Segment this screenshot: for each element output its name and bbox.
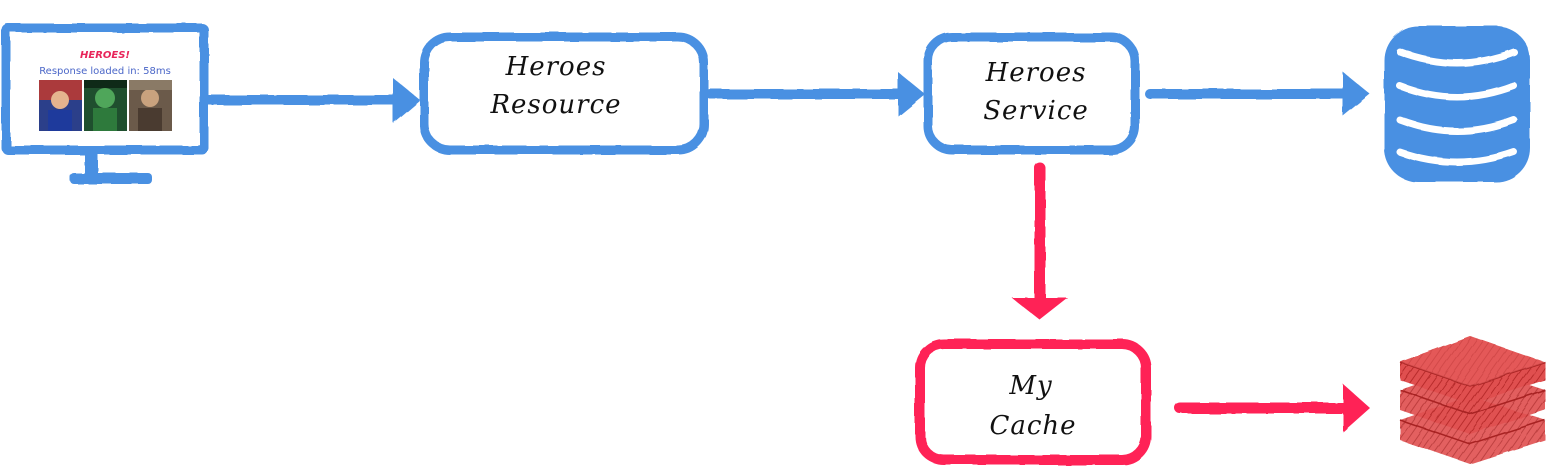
hero-thumbnails (39, 80, 172, 131)
screen-title: HEROES! (80, 50, 130, 61)
heroes-service-label-line1: Heroes (985, 58, 1087, 88)
screen-subtitle: Response loaded in: 58ms (39, 66, 171, 77)
my-cache-label-line2: Cache (989, 411, 1076, 441)
hero-image (39, 80, 82, 131)
heroes-service-node: Heroes Service (923, 32, 1140, 155)
heroes-service-label-line2: Service (983, 96, 1089, 126)
my-cache-node: My Cache (915, 339, 1151, 465)
database-icon (1384, 26, 1530, 182)
arrow-resource-to-service (705, 72, 925, 116)
arrow-cache-to-redis (1174, 384, 1370, 432)
hero-image (129, 80, 172, 131)
heroes-resource-label-line1: Heroes (505, 52, 607, 82)
arrow-service-to-database (1145, 72, 1370, 116)
heroes-resource-label-line2: Resource (489, 90, 621, 120)
hero-image (84, 80, 127, 131)
arrow-monitor-to-resource (203, 78, 420, 123)
my-cache-label-line1: My (1008, 371, 1052, 401)
heroes-resource-node: Heroes Resource (419, 32, 709, 155)
arrow-service-to-cache (1012, 162, 1068, 320)
redis-icon (1399, 336, 1546, 464)
